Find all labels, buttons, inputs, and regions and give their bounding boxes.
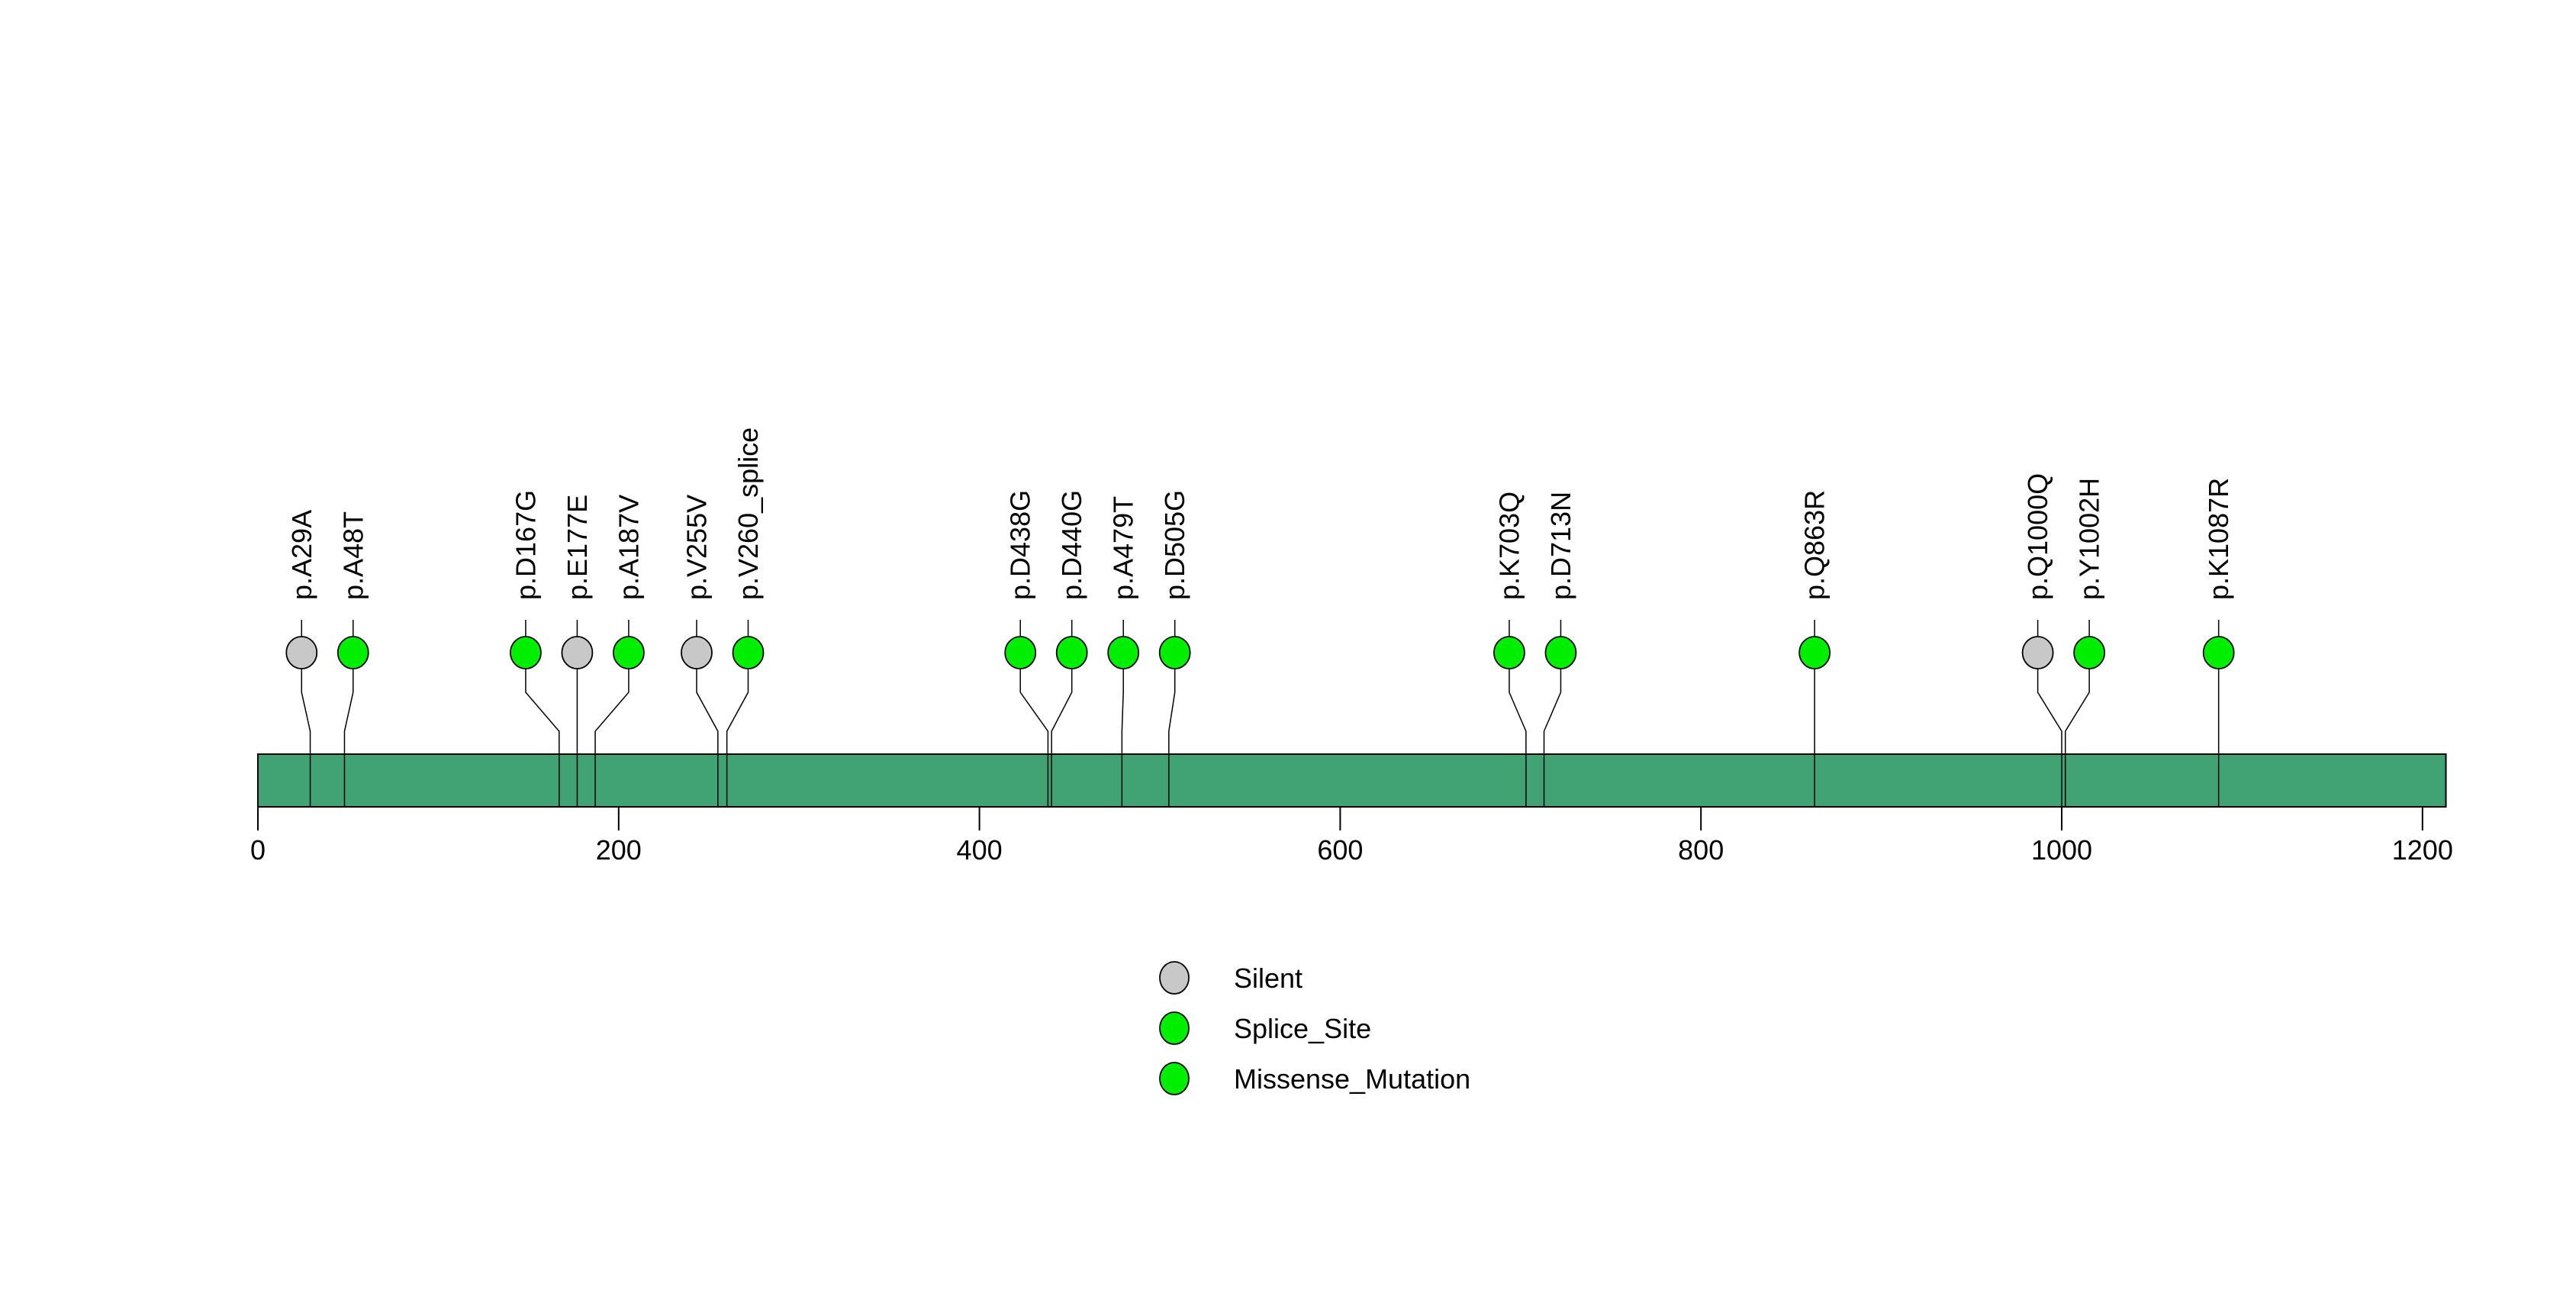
mutation-label: p.A187V [613, 495, 644, 600]
mutation-marker [681, 636, 713, 669]
mutation-label: p.Y1002H [2074, 478, 2105, 600]
legend-marker [1159, 961, 1190, 995]
mutation-marker [1107, 636, 1140, 669]
axis-tick-label: 200 [596, 834, 642, 866]
axis-tick-label: 0 [250, 834, 266, 866]
mutation-marker [561, 636, 594, 669]
mutation-marker [336, 636, 369, 669]
x-axis: 0 200 400 600 800 1000 1200 [250, 807, 2453, 866]
mutation-marker [732, 636, 765, 669]
legend-item-silent: Silent [1159, 961, 1302, 995]
mutation-label: p.A48T [337, 511, 369, 600]
axis-tick-label: 600 [1317, 834, 1363, 866]
mutation-marker [1158, 636, 1191, 669]
legend-label: Missense_Mutation [1234, 1063, 1470, 1095]
mutation-marker [1493, 636, 1525, 669]
mutation-label: p.D167G [510, 490, 541, 600]
axis-tick-label: 400 [957, 834, 1003, 866]
axis-tick-label: 800 [1678, 834, 1724, 866]
mutation-marker [2021, 636, 2054, 669]
mutation-label: p.D440G [1056, 490, 1087, 600]
mutation-label: p.Q1000Q [2022, 473, 2053, 600]
legend-item-splice_site: Splice_Site [1159, 1011, 1371, 1045]
mutation-marker [1544, 636, 1577, 669]
axis-tick-label: 1200 [2392, 834, 2453, 866]
mutation-marker [613, 636, 645, 669]
mutation-markers [285, 636, 2235, 669]
mutation-label: p.A479T [1108, 496, 1139, 600]
mutation-marker [285, 636, 318, 669]
mutation-marker [1055, 636, 1088, 669]
axis-tick-label: 1000 [2031, 834, 2092, 866]
mutation-label: p.D438G [1005, 490, 1036, 600]
mutation-marker [1798, 636, 1831, 669]
mutation-label: p.K703Q [1493, 492, 1525, 600]
mutation-marker [510, 636, 542, 669]
mutation-marker [1004, 636, 1037, 669]
legend-marker [1159, 1011, 1190, 1045]
mutation-marker [2202, 636, 2235, 669]
legend-label: Silent [1234, 963, 1302, 994]
mutation-label: p.V260_splice [733, 427, 764, 600]
mutation-labels: p.A29A p.A48T p.D167G p.E177E p.A187V p.V255V… [286, 427, 2234, 600]
mutation-label: p.E177E [562, 495, 593, 600]
mutation-label: p.Q863R [1799, 490, 1831, 600]
legend-item-missense_mutation: Missense_Mutation [1159, 1062, 1470, 1095]
mutation-label: p.K1087R [2203, 478, 2234, 600]
mutation-label: p.D505G [1159, 490, 1190, 600]
protein-bar [257, 753, 2447, 808]
mutation-label: p.A29A [286, 510, 317, 600]
legend-label: Splice_Site [1234, 1013, 1371, 1044]
mutation-marker [2073, 636, 2106, 669]
legend-marker [1159, 1062, 1190, 1095]
mutation-label: p.V255V [681, 495, 712, 600]
mutation-label: p.D713N [1545, 492, 1576, 600]
